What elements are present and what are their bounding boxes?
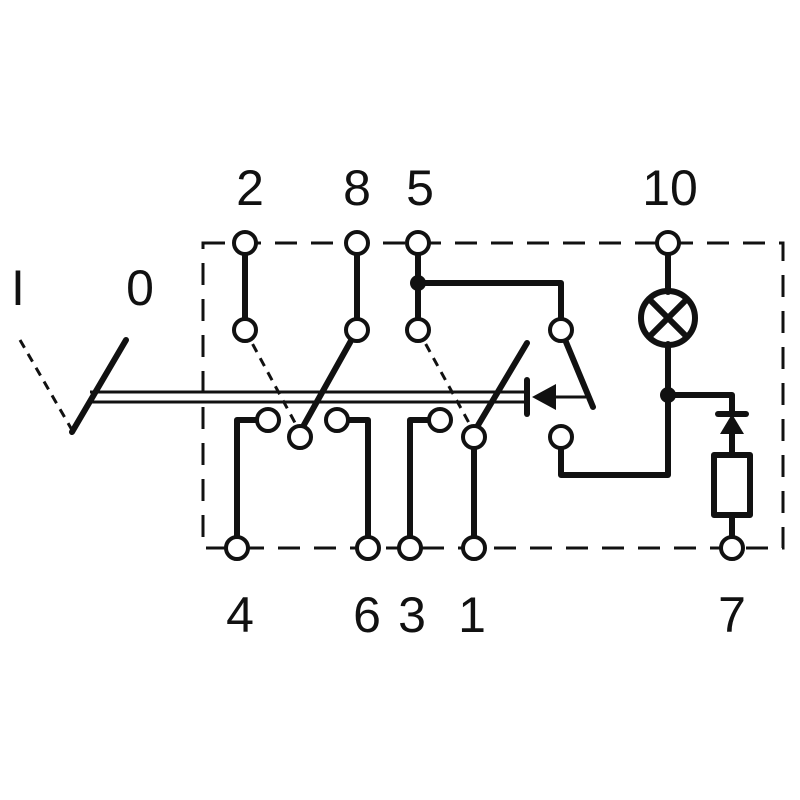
pole1-blade xyxy=(297,327,360,435)
lamp-cross-b xyxy=(646,296,690,340)
contact-pole3-top xyxy=(548,317,574,343)
label-terminal-8: 8 xyxy=(343,160,371,216)
wire-t4 xyxy=(234,417,271,551)
terminal-1 xyxy=(461,535,487,561)
terminal-6 xyxy=(355,535,381,561)
contact-pole3-bottom xyxy=(548,424,574,450)
label-terminal-3: 3 xyxy=(398,587,426,643)
label-terminal-2: 2 xyxy=(236,160,264,216)
terminal-8 xyxy=(344,230,370,256)
contact-t2-inner xyxy=(232,317,258,343)
pole2-dashed-blade xyxy=(416,329,476,433)
label-terminal-1: 1 xyxy=(458,587,486,643)
terminal-7 xyxy=(719,535,745,561)
diode-icon xyxy=(720,414,744,434)
wire-t3 xyxy=(407,417,443,551)
rocker-lever xyxy=(69,337,129,435)
contact-t6-inner xyxy=(324,407,350,433)
junction-dot-lamp xyxy=(660,387,676,403)
terminal-10 xyxy=(655,230,681,256)
terminal-5 xyxy=(405,230,431,256)
junction-dot-t5 xyxy=(410,275,426,291)
pole1-dashed-blade xyxy=(243,329,302,433)
contact-pole1-common xyxy=(287,424,313,450)
contact-t8-inner xyxy=(344,317,370,343)
label-position-on: I xyxy=(11,260,25,316)
label-terminal-5: 5 xyxy=(406,160,434,216)
contact-t3-inner xyxy=(427,407,453,433)
lamp-icon xyxy=(638,288,698,348)
actuator-arrow xyxy=(532,384,556,410)
wire-to-diode xyxy=(665,392,735,415)
terminal-3 xyxy=(397,535,423,561)
housing-outline xyxy=(201,241,785,550)
contact-pole2-common xyxy=(461,424,487,450)
terminal-4 xyxy=(224,535,250,561)
position-on-dashed-line xyxy=(18,339,74,431)
label-terminal-6: 6 xyxy=(353,587,381,643)
terminal-2 xyxy=(232,230,258,256)
pole3-blade xyxy=(558,327,596,410)
contact-t4-inner xyxy=(255,407,281,433)
label-terminal-7: 7 xyxy=(718,587,746,643)
wire-t6 xyxy=(334,417,371,551)
contact-t5-inner xyxy=(405,317,431,343)
wire-lamp-return xyxy=(558,392,671,478)
resistor-icon xyxy=(711,452,753,518)
label-position-off: 0 xyxy=(126,260,154,316)
label-terminal-4: 4 xyxy=(226,587,254,643)
label-terminal-10: 10 xyxy=(642,160,698,216)
pole2-blade xyxy=(471,340,530,435)
wire-t5-bridge xyxy=(415,280,564,333)
